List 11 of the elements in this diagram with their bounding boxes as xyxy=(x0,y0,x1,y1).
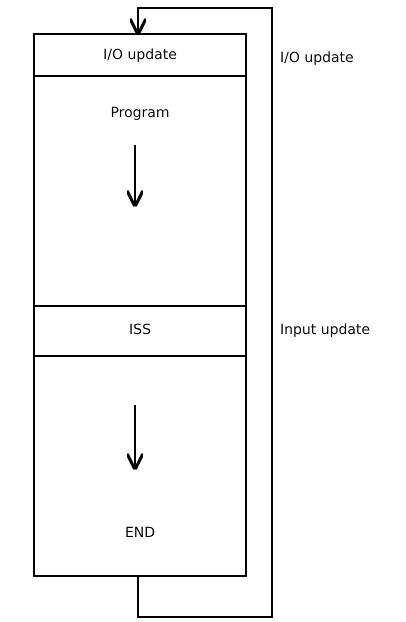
loop-arrow xyxy=(128,7,273,618)
header-band xyxy=(33,305,247,357)
section-box xyxy=(33,355,247,577)
header-band xyxy=(33,33,247,77)
section-label: I/O update xyxy=(102,47,178,63)
section-label: END xyxy=(124,525,156,541)
section-label: Program xyxy=(109,105,171,121)
section-label: ISS xyxy=(128,322,152,338)
section-box xyxy=(33,75,247,307)
side-label: I/O update xyxy=(280,50,354,66)
side-label: Input update xyxy=(280,322,370,338)
